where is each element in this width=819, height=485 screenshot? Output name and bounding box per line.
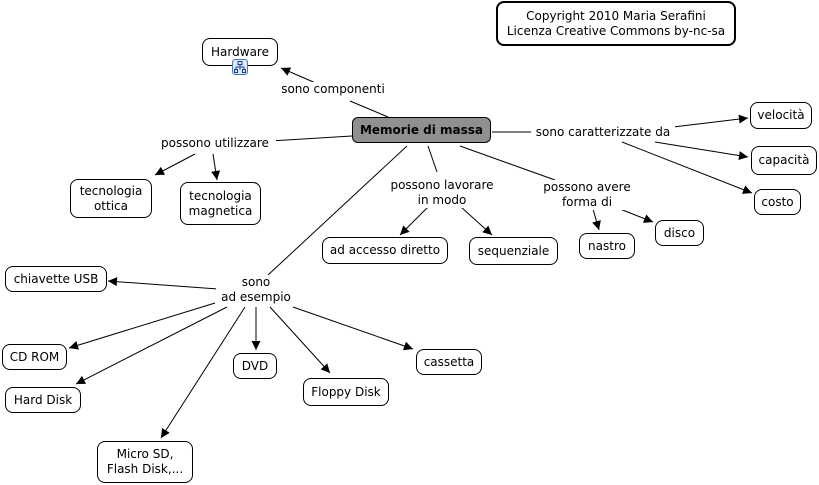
node-memorie-di-massa[interactable]: Memorie di massa <box>352 117 491 143</box>
edge-esempio-to-harddisk <box>75 306 228 385</box>
node-cd-rom[interactable]: CD ROM <box>2 344 67 370</box>
node-dvd[interactable]: DVD <box>233 353 277 379</box>
link-sono-componenti[interactable]: sono componenti <box>276 82 390 97</box>
edge-esempio-to-cdrom <box>68 302 216 350</box>
copyright-box: Copyright 2010 Maria Serafini Licenza Cr… <box>496 1 736 46</box>
concept-map-link-icon[interactable] <box>232 59 248 75</box>
edge-sono-componenti-to-hardware <box>280 67 319 85</box>
edge-avere-to-nastro <box>592 208 601 231</box>
edge-utilizzare-to-magnetica <box>211 153 221 181</box>
edge-memorie-to-esempio <box>267 145 408 276</box>
link-possono-avere[interactable]: possono avere forma di <box>536 180 638 210</box>
edge-caratterizzate-to-costo <box>621 141 753 194</box>
link-sono-ad-esempio[interactable]: sono ad esempio <box>216 275 296 305</box>
edge-utilizzare-to-ottica <box>154 153 196 176</box>
node-cassetta[interactable]: cassetta <box>416 349 482 375</box>
edge-memorie-to-avere <box>459 145 556 181</box>
edge-lavorare-to-sequenziale <box>460 206 493 236</box>
node-sequenziale[interactable]: sequenziale <box>469 237 558 265</box>
node-floppy-disk[interactable]: Floppy Disk <box>303 378 389 406</box>
edge-memorie-to-lavorare <box>427 145 438 173</box>
hierarchy-icon <box>234 61 246 73</box>
edge-esempio-to-usb <box>107 277 219 290</box>
edge-caratterizzate-to-velocita <box>672 114 749 128</box>
edge-lavorare-to-diretto <box>399 206 429 236</box>
node-nastro[interactable]: nastro <box>579 233 635 259</box>
edge-esempio-to-microsd <box>160 306 246 439</box>
edge-esempio-to-cassetta <box>292 306 414 351</box>
edge-memorie-to-sono-componenti <box>349 100 389 118</box>
node-ad-accesso-diretto[interactable]: ad accesso diretto <box>322 237 448 264</box>
edge-memorie-to-possono-utilizzare <box>269 135 353 142</box>
node-chiavette-usb[interactable]: chiavette USB <box>5 266 107 292</box>
node-velocita[interactable]: velocità <box>750 102 812 129</box>
edge-avere-to-disco <box>619 208 654 223</box>
node-capacita[interactable]: capacità <box>751 146 817 175</box>
node-tecnologia-magnetica[interactable]: tecnologia magnetica <box>180 182 261 225</box>
node-hard-disk[interactable]: Hard Disk <box>5 387 81 413</box>
link-sono-caratterizzate-da[interactable]: sono caratterizzate da <box>531 125 675 140</box>
edge-esempio-to-floppy <box>269 306 331 374</box>
node-tecnologia-ottica[interactable]: tecnologia ottica <box>70 179 152 218</box>
node-disco[interactable]: disco <box>655 220 704 246</box>
node-micro-sd[interactable]: Micro SD, Flash Disk,... <box>97 441 193 483</box>
link-possono-utilizzare[interactable]: possono utilizzare <box>154 136 276 151</box>
edge-caratterizzate-to-capacita <box>654 141 749 161</box>
node-costo[interactable]: costo <box>754 189 801 215</box>
link-possono-lavorare[interactable]: possono lavorare in modo <box>385 178 499 208</box>
